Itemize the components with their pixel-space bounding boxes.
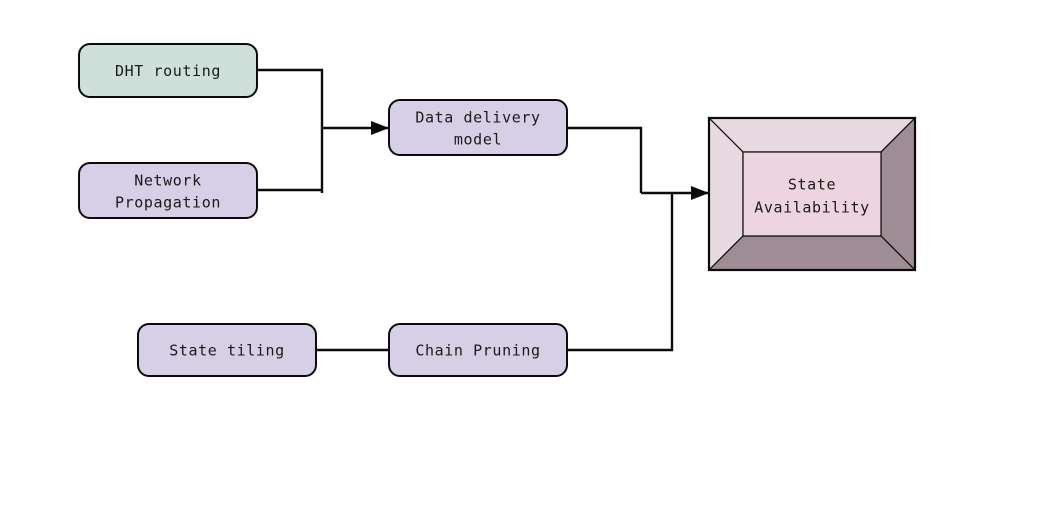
edge-path [567, 126, 643, 193]
node-shape-rounded-rect[interactable] [388, 323, 568, 377]
node-outline [707, 116, 917, 272]
node-state-availability[interactable]: State Availability [707, 116, 917, 272]
arrow-head-icon [691, 186, 709, 200]
node-state-tiling[interactable]: State tiling [137, 323, 317, 377]
edge-dht-routing-to-merge-left [257, 68, 324, 193]
node-shape-rounded-rect[interactable] [388, 99, 568, 156]
edges-layer [257, 68, 709, 352]
edge-chain-pruning-to-merge-right [567, 193, 674, 352]
node-dht-routing[interactable]: DHT routing [78, 43, 258, 98]
edge-merge-left-to-data-delivery-model [322, 121, 389, 135]
node-shape-rounded-rect[interactable] [137, 323, 317, 377]
edge-path [257, 68, 324, 193]
node-shape-rounded-rect[interactable] [78, 43, 258, 98]
nodes-layer: DHT routing Network Propagation Data del… [78, 43, 917, 377]
edge-merge-right-to-state-availability [641, 186, 709, 200]
bevel-face-top [707, 117, 917, 153]
edge-path [567, 193, 674, 352]
bevel-face-bottom [707, 235, 917, 271]
node-data-delivery-model[interactable]: Data delivery model [388, 99, 568, 156]
node-network-propagation[interactable]: Network Propagation [78, 162, 258, 219]
node-shape-rounded-rect[interactable] [78, 162, 258, 219]
node-chain-pruning[interactable]: Chain Pruning [388, 323, 568, 377]
arrow-head-icon [371, 121, 389, 135]
node-shape-inner-panel[interactable] [742, 151, 882, 237]
edge-data-delivery-model-to-merge-right [567, 126, 643, 193]
